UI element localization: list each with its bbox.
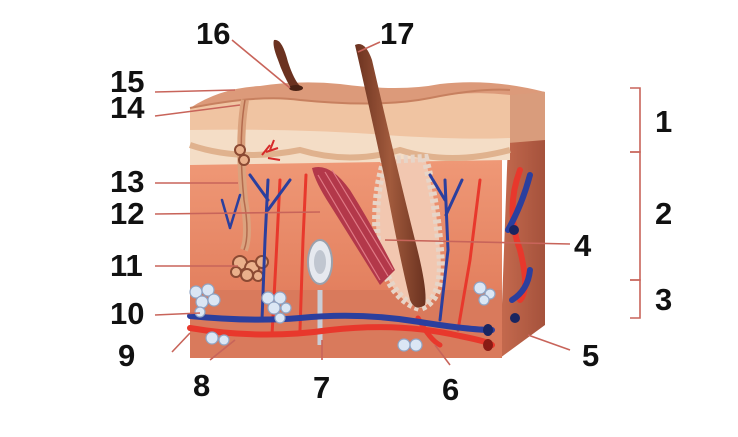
arrector-pili-muscle: [312, 166, 395, 285]
label-5: 5: [582, 338, 599, 373]
vessel-openings: [483, 225, 520, 351]
free-nerve-ending: [261, 139, 281, 161]
block-side-face: [500, 88, 545, 358]
label-17: 17: [380, 16, 414, 51]
label-2: 2: [655, 196, 672, 231]
fat-cells: [189, 281, 496, 352]
pacinian-corpuscle: [307, 239, 333, 345]
veins: [187, 172, 533, 333]
label-11: 11: [110, 248, 143, 283]
label-4: 4: [574, 228, 592, 263]
label-7: 7: [313, 370, 330, 405]
arteries: [187, 167, 528, 348]
sweat-gland: [230, 99, 269, 282]
number-labels: 16 17 15 14 13 12 11 10 9 8 7 6 5 4 1 2 …: [110, 16, 672, 407]
short-hair-shaft: [273, 39, 303, 91]
label-12: 12: [110, 196, 144, 231]
label-15: 15: [110, 64, 144, 99]
leader-lines: [154, 39, 571, 366]
label-16: 16: [196, 16, 230, 51]
label-9: 9: [118, 338, 135, 373]
label-8: 8: [193, 368, 210, 403]
label-3: 3: [655, 282, 672, 317]
label-1: 1: [655, 104, 672, 139]
label-10: 10: [110, 296, 144, 331]
layer-brackets: [630, 87, 641, 319]
label-14: 14: [110, 90, 145, 125]
label-13: 13: [110, 164, 144, 199]
label-6: 6: [442, 372, 459, 407]
